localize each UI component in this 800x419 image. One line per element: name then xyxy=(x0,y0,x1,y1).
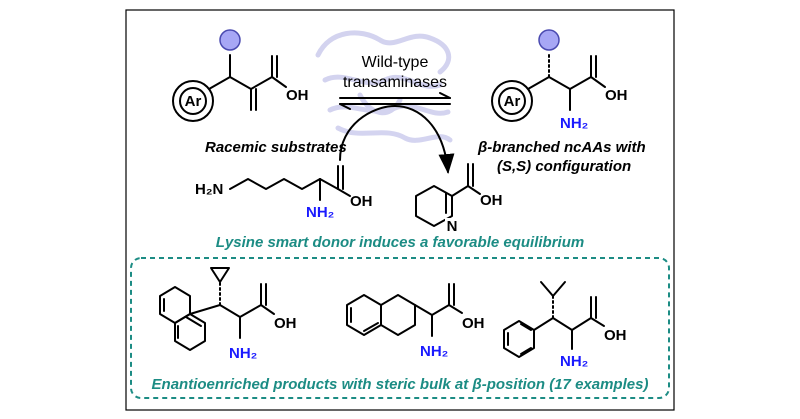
piperideine-molecule: OH N xyxy=(415,163,503,235)
example-tetrahydronaphthyl: OH NH₂ xyxy=(346,283,485,360)
examples-caption: Enantioenriched products with steric bul… xyxy=(152,376,649,393)
svg-text:Wild-type: Wild-type xyxy=(362,54,429,71)
product-nh2: NH₂ xyxy=(560,115,588,132)
forward-arrow-head xyxy=(439,92,451,99)
substrate-oh: OH xyxy=(286,87,309,104)
product-caption-line2: (S,S) configuration xyxy=(497,158,631,175)
lysine-nh2: NH₂ xyxy=(306,204,334,221)
svg-text:OH: OH xyxy=(604,327,627,344)
svg-text:OH: OH xyxy=(274,315,297,332)
examples-box xyxy=(130,257,670,399)
product-aryl-label: Ar xyxy=(504,93,521,110)
substrate-aryl-label: Ar xyxy=(185,93,202,110)
svg-text:NH₂: NH₂ xyxy=(560,353,588,370)
product-molecule: Ar OH NH₂ β-branched ncAAs with (S,S) co… xyxy=(477,29,646,175)
enzyme-label: Wild-type transaminases xyxy=(343,54,447,91)
substrate-molecule: Ar OH Racemic substrates xyxy=(172,29,347,156)
svg-text:NH₂: NH₂ xyxy=(420,343,448,360)
donor-curved-arrow xyxy=(339,105,455,174)
example-phenyl-isopropyl: OH NH₂ xyxy=(503,281,627,370)
lysine-molecule: H₂N OH NH₂ xyxy=(195,165,373,221)
reverse-arrow-head xyxy=(339,103,351,110)
svg-text:NH₂: NH₂ xyxy=(229,345,257,362)
lysine-h2n: H₂N xyxy=(195,181,223,198)
svg-text:transaminases: transaminases xyxy=(343,74,447,91)
product-caption-line1: β-branched ncAAs with xyxy=(477,139,646,156)
example-naphthyl-cyclopropyl: OH NH₂ xyxy=(159,267,297,362)
substrate-caption: Racemic substrates xyxy=(205,139,347,156)
piperideine-n: N xyxy=(447,218,458,235)
product-oh: OH xyxy=(605,87,628,104)
svg-text:OH: OH xyxy=(462,315,485,332)
substituent-circle xyxy=(538,29,560,51)
lysine-oh: OH xyxy=(350,193,373,210)
donor-caption: Lysine smart donor induces a favorable e… xyxy=(216,234,584,251)
piperideine-oh: OH xyxy=(480,192,503,209)
substituent-circle xyxy=(219,29,241,51)
outer-frame xyxy=(125,9,675,411)
